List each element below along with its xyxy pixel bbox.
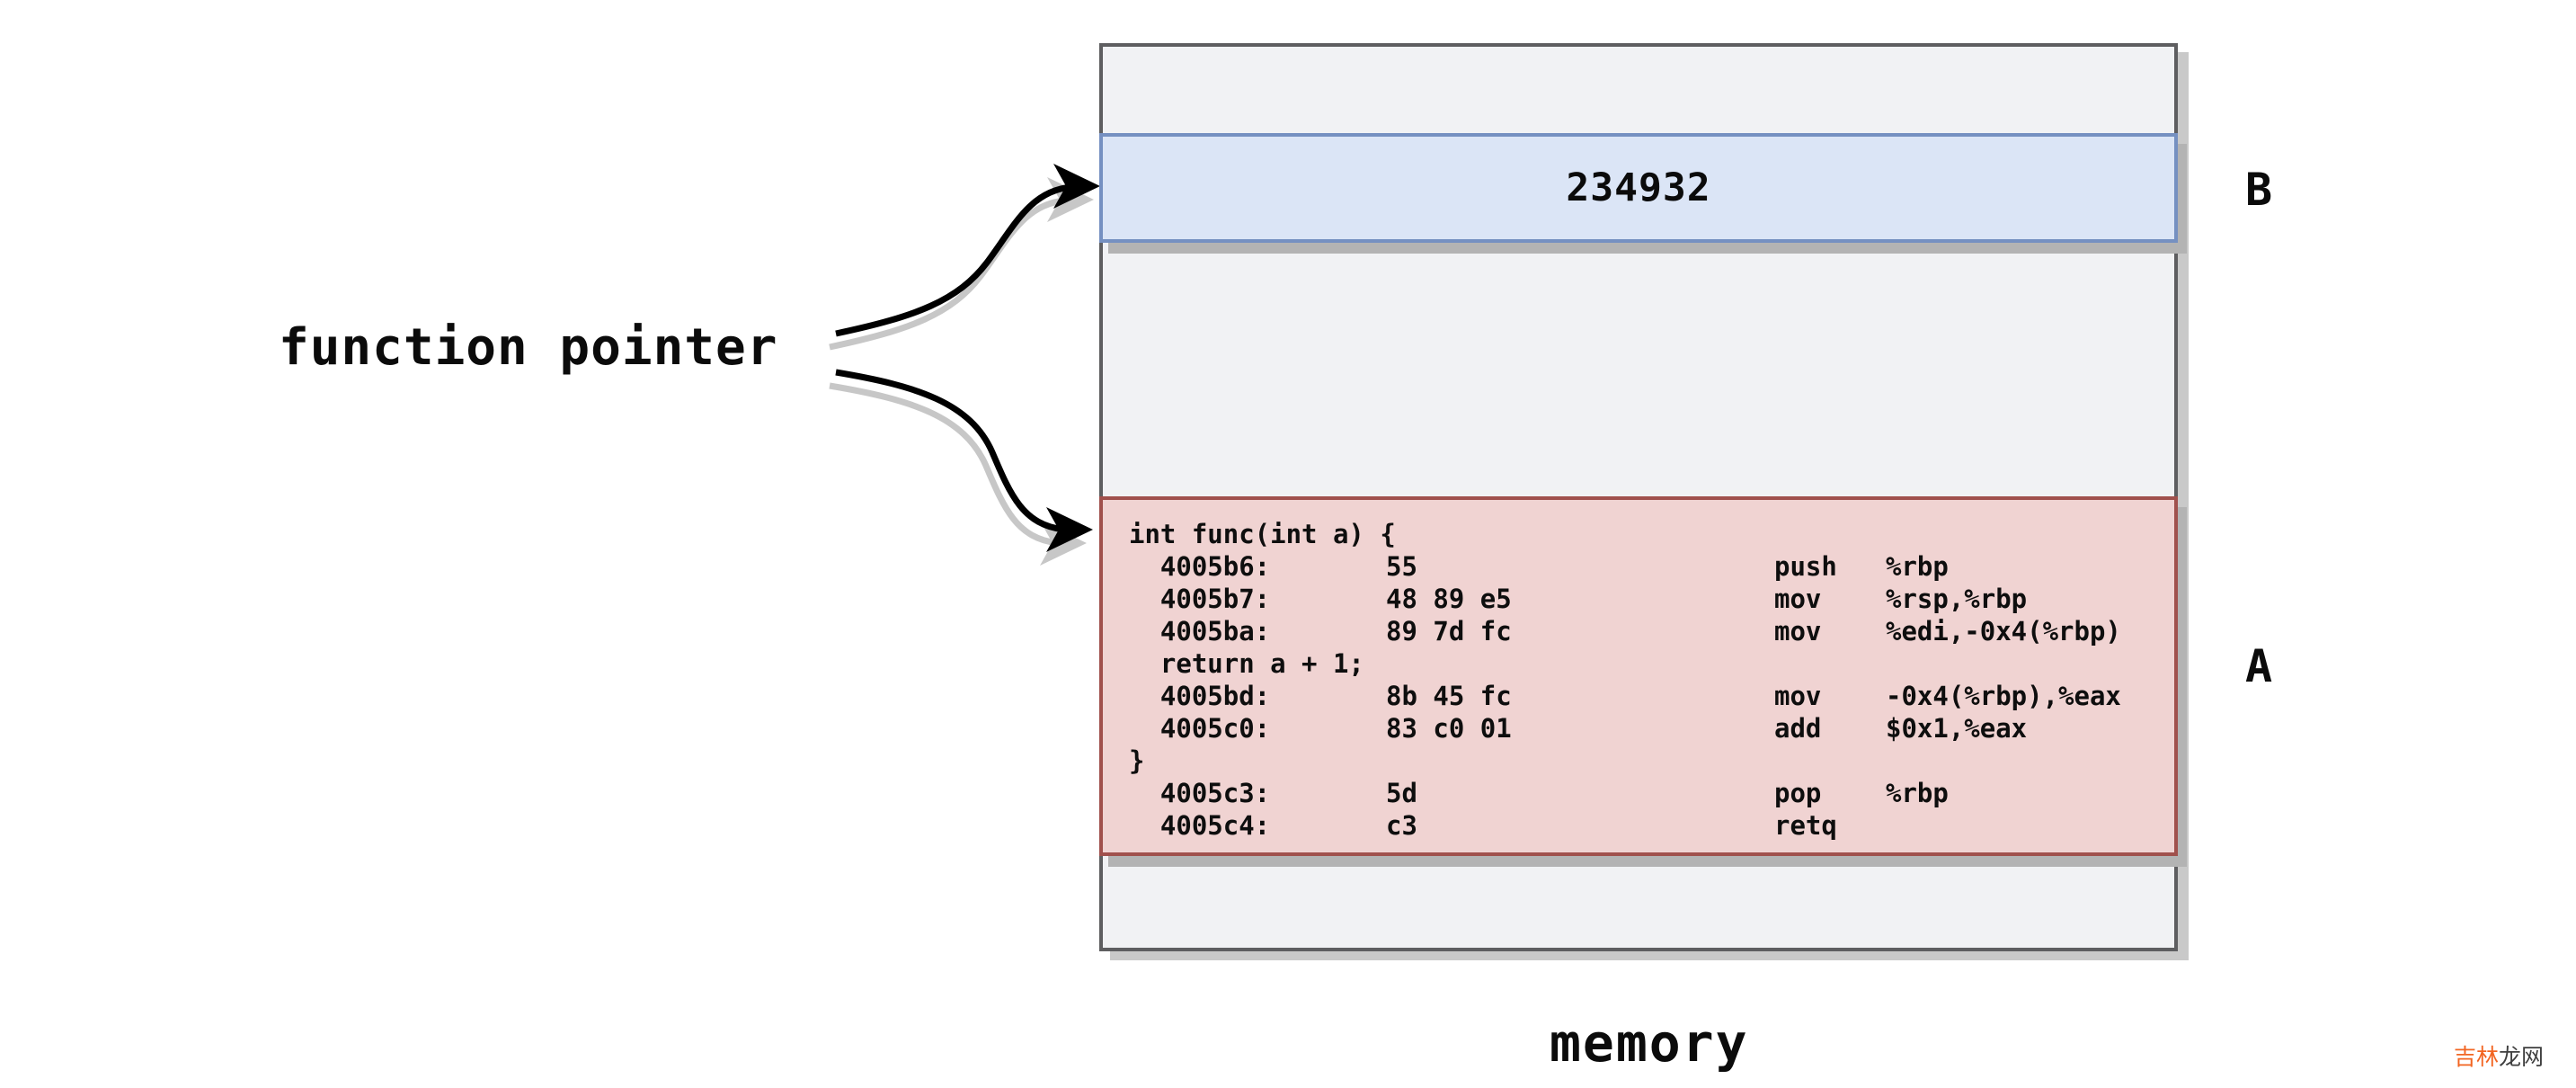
code-address: 4005c4: bbox=[1129, 810, 1271, 841]
memory-block: 234932 int func(int a) { 4005b6: 55 push %r… bbox=[1099, 43, 2178, 951]
code-bytes: 48 89 e5 bbox=[1386, 584, 1512, 614]
code-mnemonic: retq bbox=[1774, 810, 1837, 841]
code-operands: %rbp bbox=[1886, 551, 1949, 582]
code-bytes: 89 7d fc bbox=[1386, 616, 1512, 647]
arrow-to-b bbox=[835, 183, 1072, 337]
code-bytes bbox=[1386, 518, 1774, 550]
code-bytes: 8b 45 fc bbox=[1386, 681, 1512, 711]
arrow-shadow-to-a bbox=[829, 382, 1059, 547]
code-mnemonic: add bbox=[1774, 713, 1822, 744]
code-mnemonic bbox=[1774, 518, 1886, 550]
code-operands bbox=[1886, 745, 2174, 777]
memory-caption: memory bbox=[1550, 1012, 1749, 1074]
code-address: 4005bd: bbox=[1129, 681, 1271, 711]
code-line: 4005b7: 48 89 e5 mov %rsp,%rbp bbox=[1129, 583, 2174, 615]
code-operands: %rbp bbox=[1886, 778, 1949, 808]
code-line: } bbox=[1129, 745, 2174, 777]
code-line: 4005c3: 5d pop %rbp bbox=[1129, 777, 2174, 809]
code-mnemonic: mov bbox=[1774, 584, 1822, 614]
code-operands bbox=[1886, 647, 2174, 680]
code-bytes: 55 bbox=[1386, 551, 1417, 582]
code-operands: -0x4(%rbp),%eax bbox=[1886, 681, 2121, 711]
code-operands: $0x1,%eax bbox=[1886, 713, 2028, 744]
code-mnemonic bbox=[1774, 647, 1886, 680]
function-pointer-label: function pointer bbox=[279, 318, 778, 377]
code-line: 4005c4: c3 retq bbox=[1129, 809, 2174, 842]
code-mnemonic: mov bbox=[1774, 616, 1822, 647]
watermark-part1: 吉林 bbox=[2454, 1044, 2500, 1070]
code-line: 4005bd: 8b 45 fc mov -0x4(%rbp),%eax bbox=[1129, 680, 2174, 712]
code-operands: %rsp,%rbp bbox=[1886, 584, 2028, 614]
code-bytes: 5d bbox=[1386, 778, 1417, 808]
code-address: int func(int a) { bbox=[1129, 519, 1396, 549]
code-mnemonic bbox=[1774, 745, 1886, 777]
code-line: 4005ba: 89 7d fc mov %edi,-0x4(%rbp) bbox=[1129, 615, 2174, 647]
code-address: 4005b6: bbox=[1129, 551, 1271, 582]
region-a-box: int func(int a) { 4005b6: 55 push %rbp 4005… bbox=[1099, 496, 2178, 856]
arrowhead-to-b-icon bbox=[1053, 164, 1100, 209]
code-operands bbox=[1886, 809, 2174, 842]
code-mnemonic: pop bbox=[1774, 778, 1822, 808]
code-address: } bbox=[1129, 745, 1145, 776]
code-block: int func(int a) { 4005b6: 55 push %rbp 4005… bbox=[1129, 518, 2174, 842]
code-mnemonic: mov bbox=[1774, 681, 1822, 711]
region-b-label: B bbox=[2245, 164, 2273, 216]
arrowhead-shadow-to-a-icon bbox=[1040, 521, 1087, 566]
code-address: return a + 1; bbox=[1129, 648, 1364, 679]
code-address: 4005c0: bbox=[1129, 713, 1271, 744]
code-address: 4005ba: bbox=[1129, 616, 1271, 647]
code-bytes bbox=[1386, 745, 1774, 777]
code-operands: %edi,-0x4(%rbp) bbox=[1886, 616, 2121, 647]
watermark-part2: 龙网 bbox=[2499, 1044, 2545, 1070]
code-line: 4005b6: 55 push %rbp bbox=[1129, 550, 2174, 583]
arrow-shadow-layer bbox=[829, 177, 1094, 566]
code-operands bbox=[1886, 518, 2174, 550]
code-bytes bbox=[1386, 647, 1774, 680]
arrow-shadow-to-b bbox=[829, 197, 1066, 351]
code-address: 4005c3: bbox=[1129, 778, 1271, 808]
arrowhead-shadow-to-b-icon bbox=[1047, 177, 1094, 222]
code-bytes: c3 bbox=[1386, 810, 1417, 841]
region-b-box: 234932 bbox=[1099, 133, 2178, 243]
region-a-label: A bbox=[2245, 640, 2273, 692]
code-address: 4005b7: bbox=[1129, 584, 1271, 614]
region-b-value: 234932 bbox=[1566, 165, 1711, 210]
arrow-to-a bbox=[835, 369, 1065, 533]
code-bytes: 83 c0 01 bbox=[1386, 713, 1512, 744]
code-line: int func(int a) { bbox=[1129, 518, 2174, 550]
watermark: 吉林龙网 bbox=[2454, 1039, 2544, 1072]
arrow-layer bbox=[835, 164, 1100, 552]
code-line: 4005c0: 83 c0 01 add $0x1,%eax bbox=[1129, 712, 2174, 745]
code-mnemonic: push bbox=[1774, 551, 1837, 582]
code-line: return a + 1; bbox=[1129, 647, 2174, 680]
arrowhead-to-a-icon bbox=[1046, 507, 1093, 552]
